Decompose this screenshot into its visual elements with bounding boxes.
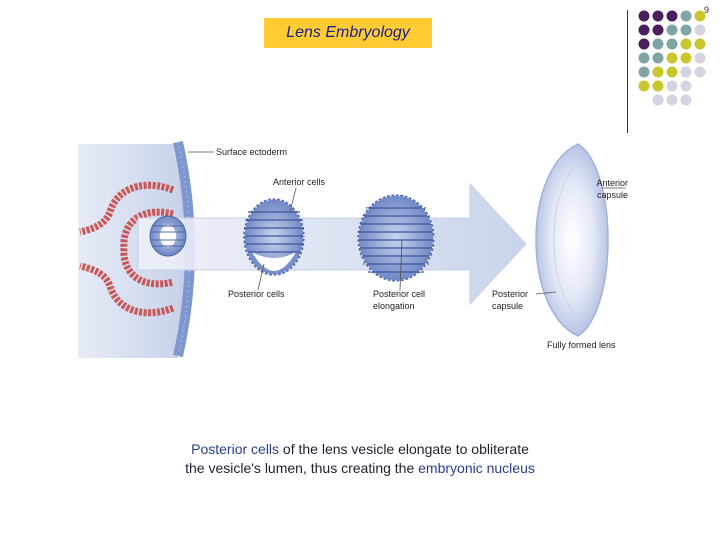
caption: Posterior cells of the lens vesicle elon… [140,440,580,478]
label-posterior-capsule-2: capsule [492,301,523,311]
caption-line2-start: the vesicle's lumen, thus creating the [185,460,419,476]
label-posterior-cell-elongation-1: Posterior cell [373,289,425,299]
slide-title: Lens Embryology [286,24,410,41]
caption-highlight-embryonic-nucleus: embryonic nucleus [418,460,535,476]
mesenchyme-background [78,144,189,358]
label-anterior-capsule-2: capsule [597,190,628,200]
decorative-dot-grid [638,10,706,106]
lens-vesicle-stage2 [357,194,435,282]
label-anterior-cells: Anterior cells [273,177,326,187]
label-fully-formed-lens: Fully formed lens [547,340,616,350]
caption-highlight-posterior-cells: Posterior cells [191,441,280,457]
label-anterior-capsule-1: Anterior [596,178,628,188]
lens-embryology-diagram: Surface ectoderm Anterior cells Posterio… [78,140,628,358]
label-posterior-capsule-1: Posterior [492,289,528,299]
label-posterior-cells: Posterior cells [228,289,285,299]
fully-formed-lens [535,143,609,337]
label-surface-ectoderm: Surface ectoderm [216,147,287,157]
caption-line1-rest: of the lens vesicle elongate to oblitera… [279,441,529,457]
development-arrow [138,184,526,304]
slide-number: 9 [704,5,710,15]
lens-vesicle-small [149,215,187,257]
label-posterior-cell-elongation-2: elongation [373,301,415,311]
lens-vesicle-stage1 [243,198,305,276]
title-box: Lens Embryology [264,18,432,48]
optic-cup [79,181,175,317]
decorative-vertical-line [627,10,628,133]
